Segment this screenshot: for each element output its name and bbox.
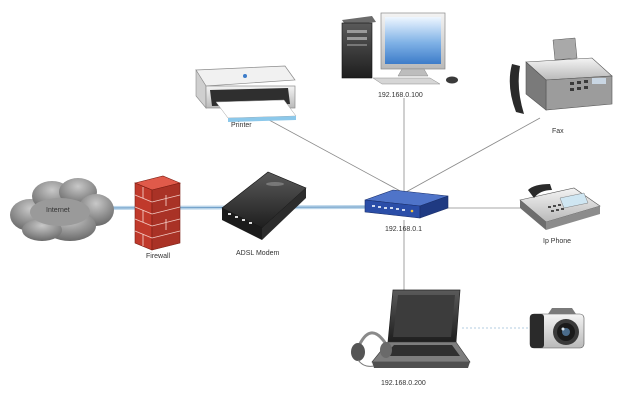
desktop-node: 192.168.0.100 — [341, 12, 458, 99]
link-router-fax — [405, 117, 541, 193]
camera-node — [529, 308, 585, 349]
fax-node: Fax — [509, 37, 613, 135]
ipphone-node: Ip Phone — [519, 184, 601, 245]
modem-label: ADSL Modem — [236, 250, 279, 257]
internet-node: Internet — [10, 178, 114, 241]
ip-phone-icon — [519, 184, 601, 230]
router-icon — [364, 189, 449, 219]
laptop-node: 192.168.0.200 — [351, 289, 471, 387]
printer-icon — [195, 65, 297, 122]
laptop-label: 192.168.0.200 — [381, 380, 426, 387]
router-node: 192.168.0.1 — [364, 189, 449, 233]
router-label: 192.168.0.1 — [385, 226, 422, 233]
printer-label: Printer — [231, 122, 252, 129]
brick-wall-icon — [134, 175, 181, 251]
internet-label: Internet — [46, 207, 70, 214]
link-router-printer — [257, 113, 403, 193]
modem-node: ADSL Modem — [221, 171, 307, 257]
modem-icon — [221, 171, 307, 240]
firewall-label: Firewall — [146, 253, 171, 260]
fax-machine-icon — [509, 37, 613, 114]
laptop-icon — [371, 289, 471, 368]
desktop-computer-icon — [341, 12, 458, 85]
fax-label: Fax — [552, 128, 564, 135]
cloud-icon — [10, 178, 114, 241]
printer-node: Printer — [195, 65, 297, 129]
headset-icon — [351, 331, 392, 367]
firewall-node: Firewall — [134, 175, 181, 260]
ipphone-label: Ip Phone — [543, 238, 571, 245]
camera-icon — [529, 308, 585, 349]
desktop-label: 192.168.0.100 — [378, 92, 423, 99]
